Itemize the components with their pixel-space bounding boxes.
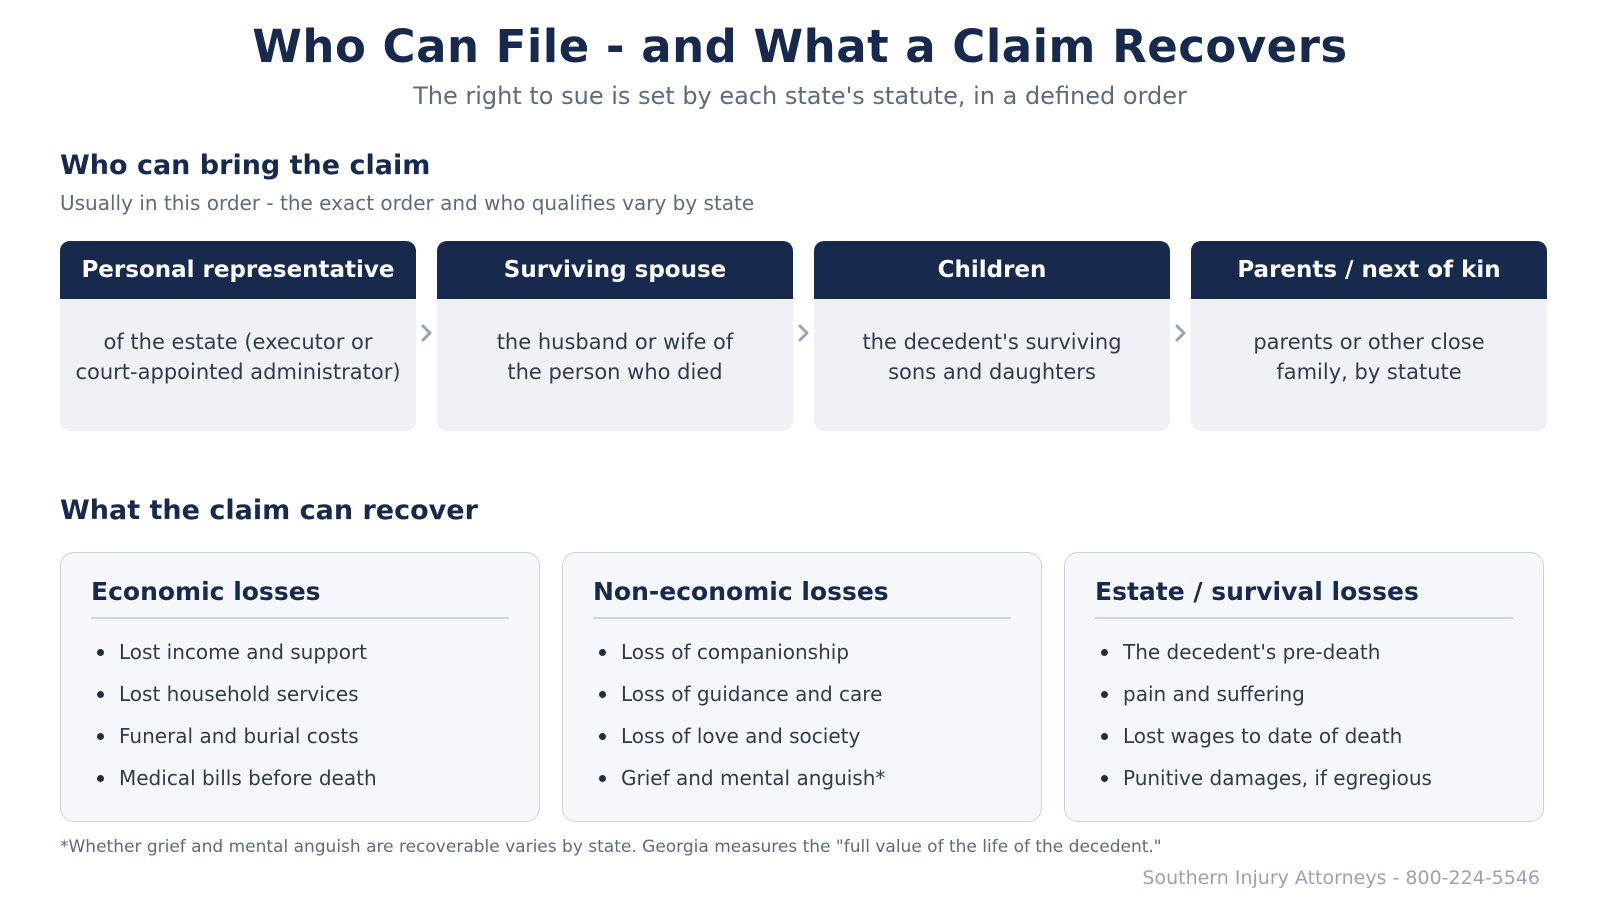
- non-economic-losses-box: Non-economic losses Loss of companionshi…: [562, 552, 1042, 822]
- flow-card-description: of the estate (executor or court-appoint…: [60, 299, 416, 387]
- list-item: Lost wages to date of death: [1095, 715, 1432, 757]
- list-item-text: The decedent's pre-death: [1123, 640, 1381, 664]
- list-item-text: Loss of guidance and care: [621, 682, 883, 706]
- flow-card-parents-next-of-kin: Parents / next of kin parents or other c…: [1191, 241, 1547, 431]
- chevron-right-icon: [1175, 324, 1186, 342]
- page-title: Who Can File - and What a Claim Recovers: [252, 20, 1348, 73]
- flow-card-description: the decedent's surviving sons and daught…: [814, 299, 1170, 387]
- list-item-text: Grief and mental anguish*: [621, 766, 886, 790]
- list-item-text: Lost income and support: [119, 640, 368, 664]
- list-item: Medical bills before death: [91, 757, 377, 799]
- flow-card-title: Surviving spouse: [437, 241, 793, 299]
- economic-losses-box: Economic losses Lost income and support …: [60, 552, 540, 822]
- bullet-dot-icon: [599, 775, 606, 782]
- bullet-dot-icon: [599, 691, 606, 698]
- list-item: Lost income and support: [91, 631, 377, 673]
- divider: [593, 617, 1011, 619]
- bullet-dot-icon: [97, 691, 104, 698]
- flow-card-children: Children the decedent's surviving sons a…: [814, 241, 1170, 431]
- flow-card-description: the husband or wife of the person who di…: [437, 299, 793, 387]
- flow-card-personal-representative: Personal representative of the estate (e…: [60, 241, 416, 431]
- flow-card-line: the decedent's surviving: [862, 330, 1122, 354]
- bullet-dot-icon: [599, 649, 606, 656]
- bullet-dot-icon: [97, 649, 104, 656]
- bullet-dot-icon: [1101, 691, 1108, 698]
- list-item: Funeral and burial costs: [91, 715, 377, 757]
- flow-card-description: parents or other close family, by statut…: [1191, 299, 1547, 387]
- flow-card-line: family, by statute: [1276, 360, 1462, 384]
- list-item: Lost household services: [91, 673, 377, 715]
- loss-list: Loss of companionship Loss of guidance a…: [593, 631, 885, 799]
- flow-card-line: the person who died: [507, 360, 723, 384]
- list-item: The decedent's pre-death: [1095, 631, 1432, 673]
- bullet-dot-icon: [1101, 649, 1108, 656]
- box-title: Estate / survival losses: [1095, 577, 1419, 606]
- list-item-text: Funeral and burial costs: [119, 724, 359, 748]
- list-item: Grief and mental anguish*: [593, 757, 885, 799]
- bullet-dot-icon: [1101, 733, 1108, 740]
- chevron-right-icon: [798, 324, 809, 342]
- list-item: Punitive damages, if egregious: [1095, 757, 1432, 799]
- recover-section-title: What the claim can recover: [60, 495, 478, 526]
- loss-list: The decedent's pre-death pain and suffer…: [1095, 631, 1432, 799]
- bullet-dot-icon: [97, 733, 104, 740]
- bullet-dot-icon: [97, 775, 104, 782]
- flow-card-title: Children: [814, 241, 1170, 299]
- flow-card-title: Personal representative: [60, 241, 416, 299]
- list-item: Loss of guidance and care: [593, 673, 885, 715]
- flow-card-line: parents or other close: [1253, 330, 1485, 354]
- box-title: Economic losses: [91, 577, 321, 606]
- flow-card-line: court-appointed administrator): [75, 360, 401, 384]
- flow-card-line: of the estate (executor or: [103, 330, 373, 354]
- list-item: pain and suffering: [1095, 673, 1432, 715]
- flow-card-line: the husband or wife of: [496, 330, 734, 354]
- list-item-text: Medical bills before death: [119, 766, 377, 790]
- who-section-subtitle: Usually in this order - the exact order …: [60, 191, 755, 215]
- page-subtitle: The right to sue is set by each state's …: [413, 82, 1187, 110]
- list-item-text: Lost wages to date of death: [1123, 724, 1403, 748]
- bullet-dot-icon: [1101, 775, 1108, 782]
- list-item-text: Punitive damages, if egregious: [1123, 766, 1432, 790]
- list-item-text: Loss of companionship: [621, 640, 850, 664]
- flow-card-surviving-spouse: Surviving spouse the husband or wife of …: [437, 241, 793, 431]
- list-item: Loss of companionship: [593, 631, 885, 673]
- bullet-dot-icon: [599, 733, 606, 740]
- box-title: Non-economic losses: [593, 577, 889, 606]
- estate-survival-losses-box: Estate / survival losses The decedent's …: [1064, 552, 1544, 822]
- divider: [1095, 617, 1513, 619]
- list-item-text: Lost household services: [119, 682, 359, 706]
- loss-list: Lost income and support Lost household s…: [91, 631, 377, 799]
- flow-card-line: sons and daughters: [888, 360, 1096, 384]
- flow-card-title: Parents / next of kin: [1191, 241, 1547, 299]
- divider: [91, 617, 509, 619]
- who-section-title: Who can bring the claim: [60, 150, 431, 181]
- list-item-text: Loss of love and society: [621, 724, 861, 748]
- chevron-right-icon: [421, 324, 432, 342]
- footnote: *Whether grief and mental anguish are re…: [60, 837, 1162, 857]
- list-item: Loss of love and society: [593, 715, 885, 757]
- list-item-text: pain and suffering: [1123, 682, 1305, 706]
- firm-contact: Southern Injury Attorneys - 800-224-5546: [1142, 867, 1540, 889]
